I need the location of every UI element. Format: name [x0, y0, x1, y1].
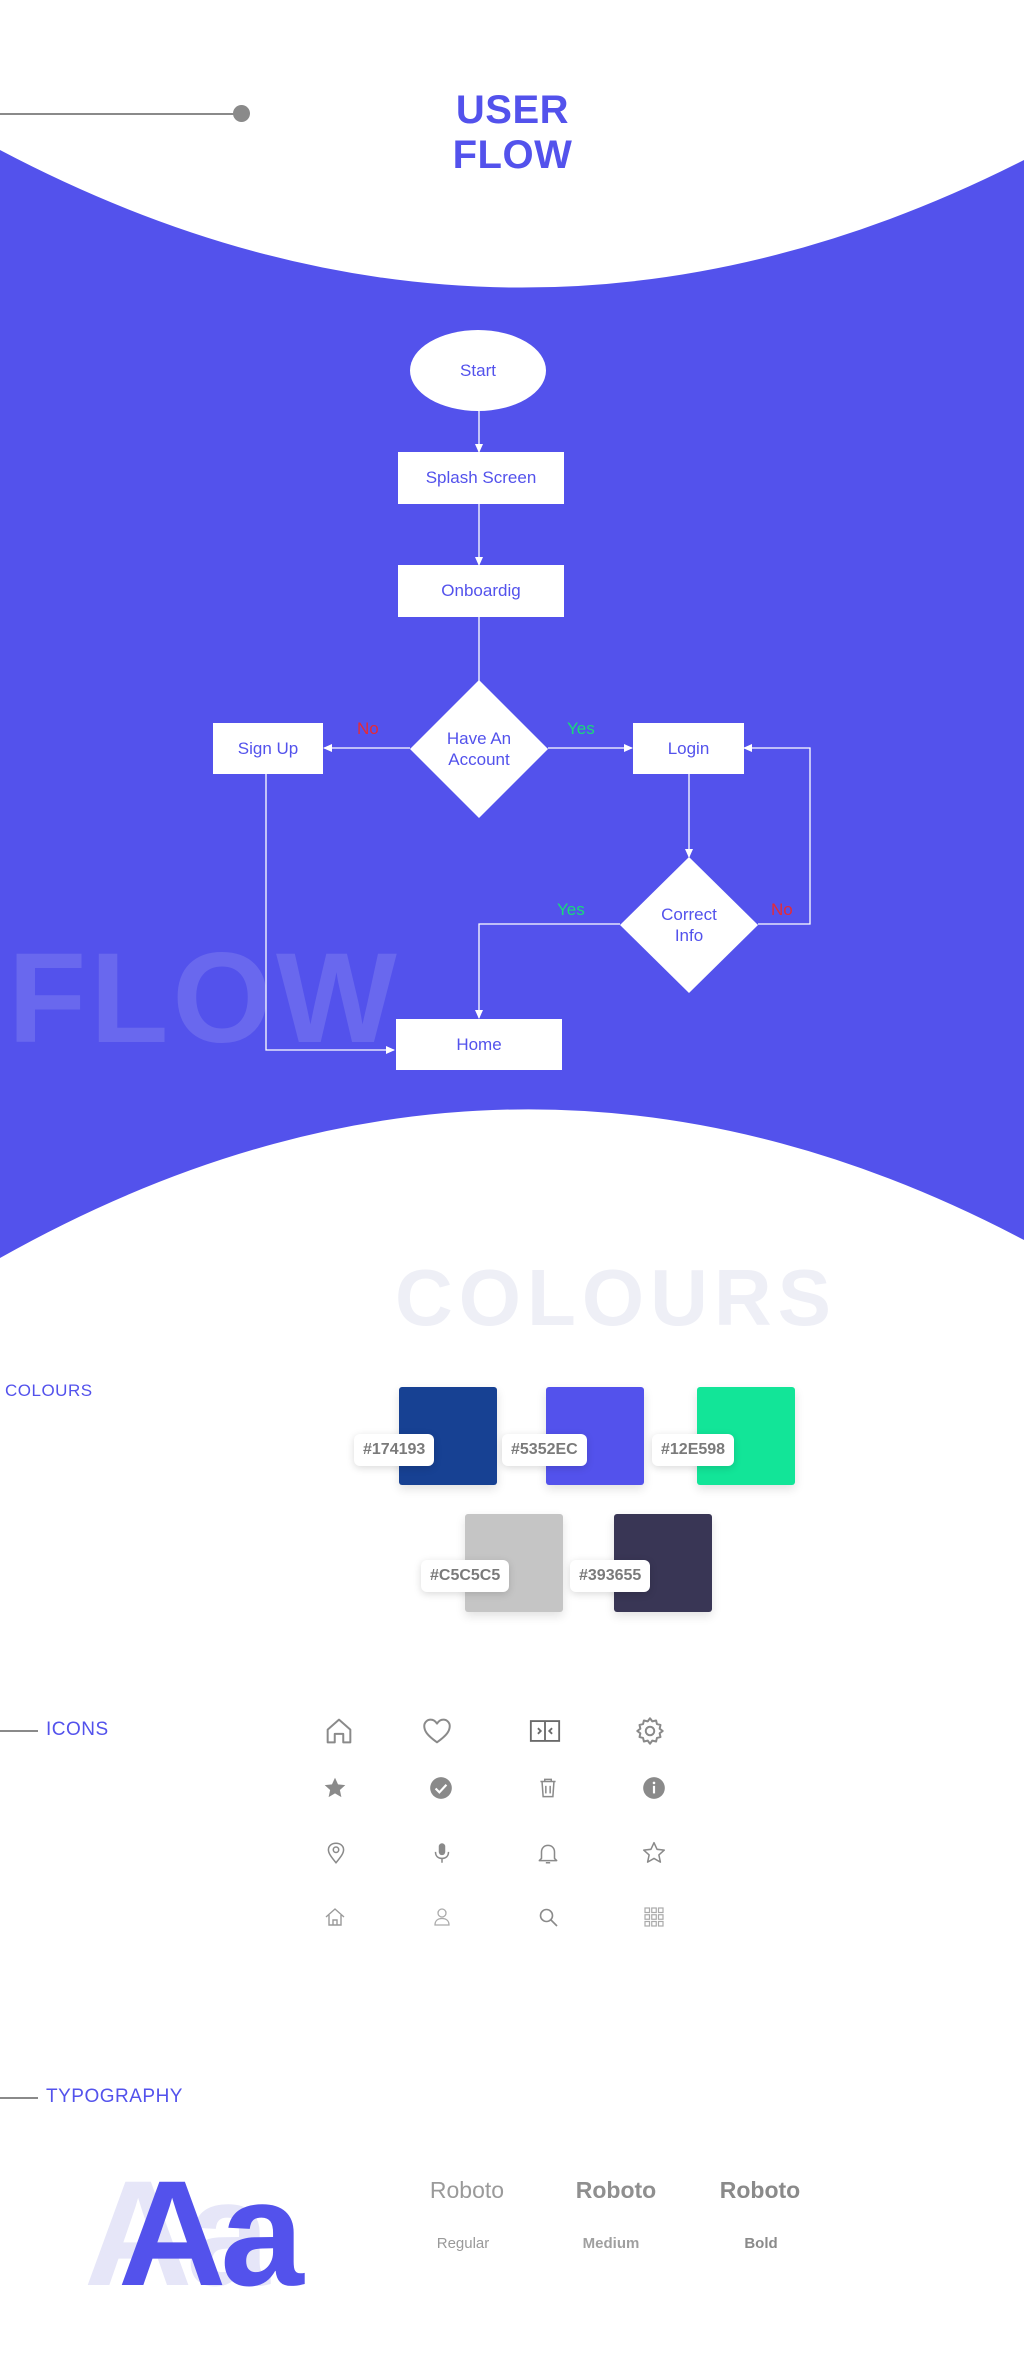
- trash-icon: [535, 1775, 561, 1801]
- swatch-hex-chip: #393655: [570, 1560, 651, 1592]
- diamond-shape: [620, 857, 758, 993]
- star-filled-icon: [322, 1775, 348, 1801]
- split-view-icon: [528, 1714, 562, 1748]
- diamond-shape: [410, 680, 548, 818]
- page-title: USER FLOW: [452, 88, 573, 177]
- icons-label: ICONS: [46, 1719, 109, 1740]
- swatch-hex-chip: #174193: [354, 1434, 435, 1466]
- flow-band: [0, 150, 1024, 1258]
- typography-sample-shadow: Aa: [84, 2149, 270, 2317]
- typography-sample: Aa: [118, 2149, 304, 2317]
- swatch-hex-chip: #5352EC: [502, 1434, 587, 1466]
- swatch-hex-chip: #12E598: [652, 1434, 735, 1466]
- title-dot: [233, 105, 250, 122]
- user-icon: [430, 1905, 454, 1929]
- flow-watermark: FLOW: [8, 927, 401, 1070]
- font-weight-regular: Regular: [436, 2235, 490, 2252]
- have-account-label: Have An Account: [446, 729, 512, 769]
- label-yes-login: Yes: [567, 719, 595, 738]
- label-yes-home: Yes: [557, 900, 585, 919]
- font-sample-regular: Roboto: [429, 2177, 505, 2203]
- colours-watermark: COLOURS: [395, 1253, 837, 1342]
- home-small-icon: [323, 1905, 347, 1929]
- flow-node-splash-screen: Splash Screen: [398, 452, 564, 504]
- swatch-hex-chip: #C5C5C5: [421, 1560, 510, 1592]
- star-outline-icon: [641, 1840, 667, 1866]
- home-icon: [322, 1714, 356, 1748]
- typography-section-line: [0, 2097, 38, 2099]
- flow-node-login: Login: [633, 723, 744, 774]
- info-icon: [641, 1775, 667, 1801]
- flow-decision-correct-info: Correct Info: [620, 857, 758, 993]
- typography-label: TYPOGRAPHY: [46, 2086, 183, 2107]
- flow-node-onboarding: Onboardig: [398, 565, 564, 617]
- bell-icon: [535, 1840, 561, 1866]
- label-no-login: No: [771, 900, 793, 919]
- check-circle-icon: [428, 1775, 454, 1801]
- font-weight-medium: Medium: [582, 2235, 640, 2252]
- flow-node-home: Home: [396, 1019, 562, 1070]
- correct-info-label: Correct Info: [661, 905, 717, 945]
- font-weight-bold: Bold: [744, 2235, 778, 2252]
- label-no-signup: No: [357, 719, 379, 738]
- title-line: [0, 113, 240, 115]
- flow-node-sign-up: Sign Up: [213, 723, 323, 774]
- flow-node-start: Start: [410, 330, 546, 411]
- font-sample-bold: Roboto: [719, 2177, 801, 2203]
- microphone-icon: [429, 1840, 455, 1866]
- heart-icon: [420, 1714, 454, 1748]
- icons-section-line: [0, 1730, 38, 1732]
- flow-decision-have-account: Have An Account: [410, 680, 548, 818]
- font-sample-medium: Roboto: [575, 2177, 657, 2203]
- gear-icon: [633, 1714, 667, 1748]
- map-pin-icon: [323, 1840, 349, 1866]
- grid-icon: [642, 1905, 666, 1929]
- search-icon: [536, 1905, 560, 1929]
- flow-connectors: [323, 444, 752, 1054]
- colours-label: COLOURS: [5, 1381, 93, 1400]
